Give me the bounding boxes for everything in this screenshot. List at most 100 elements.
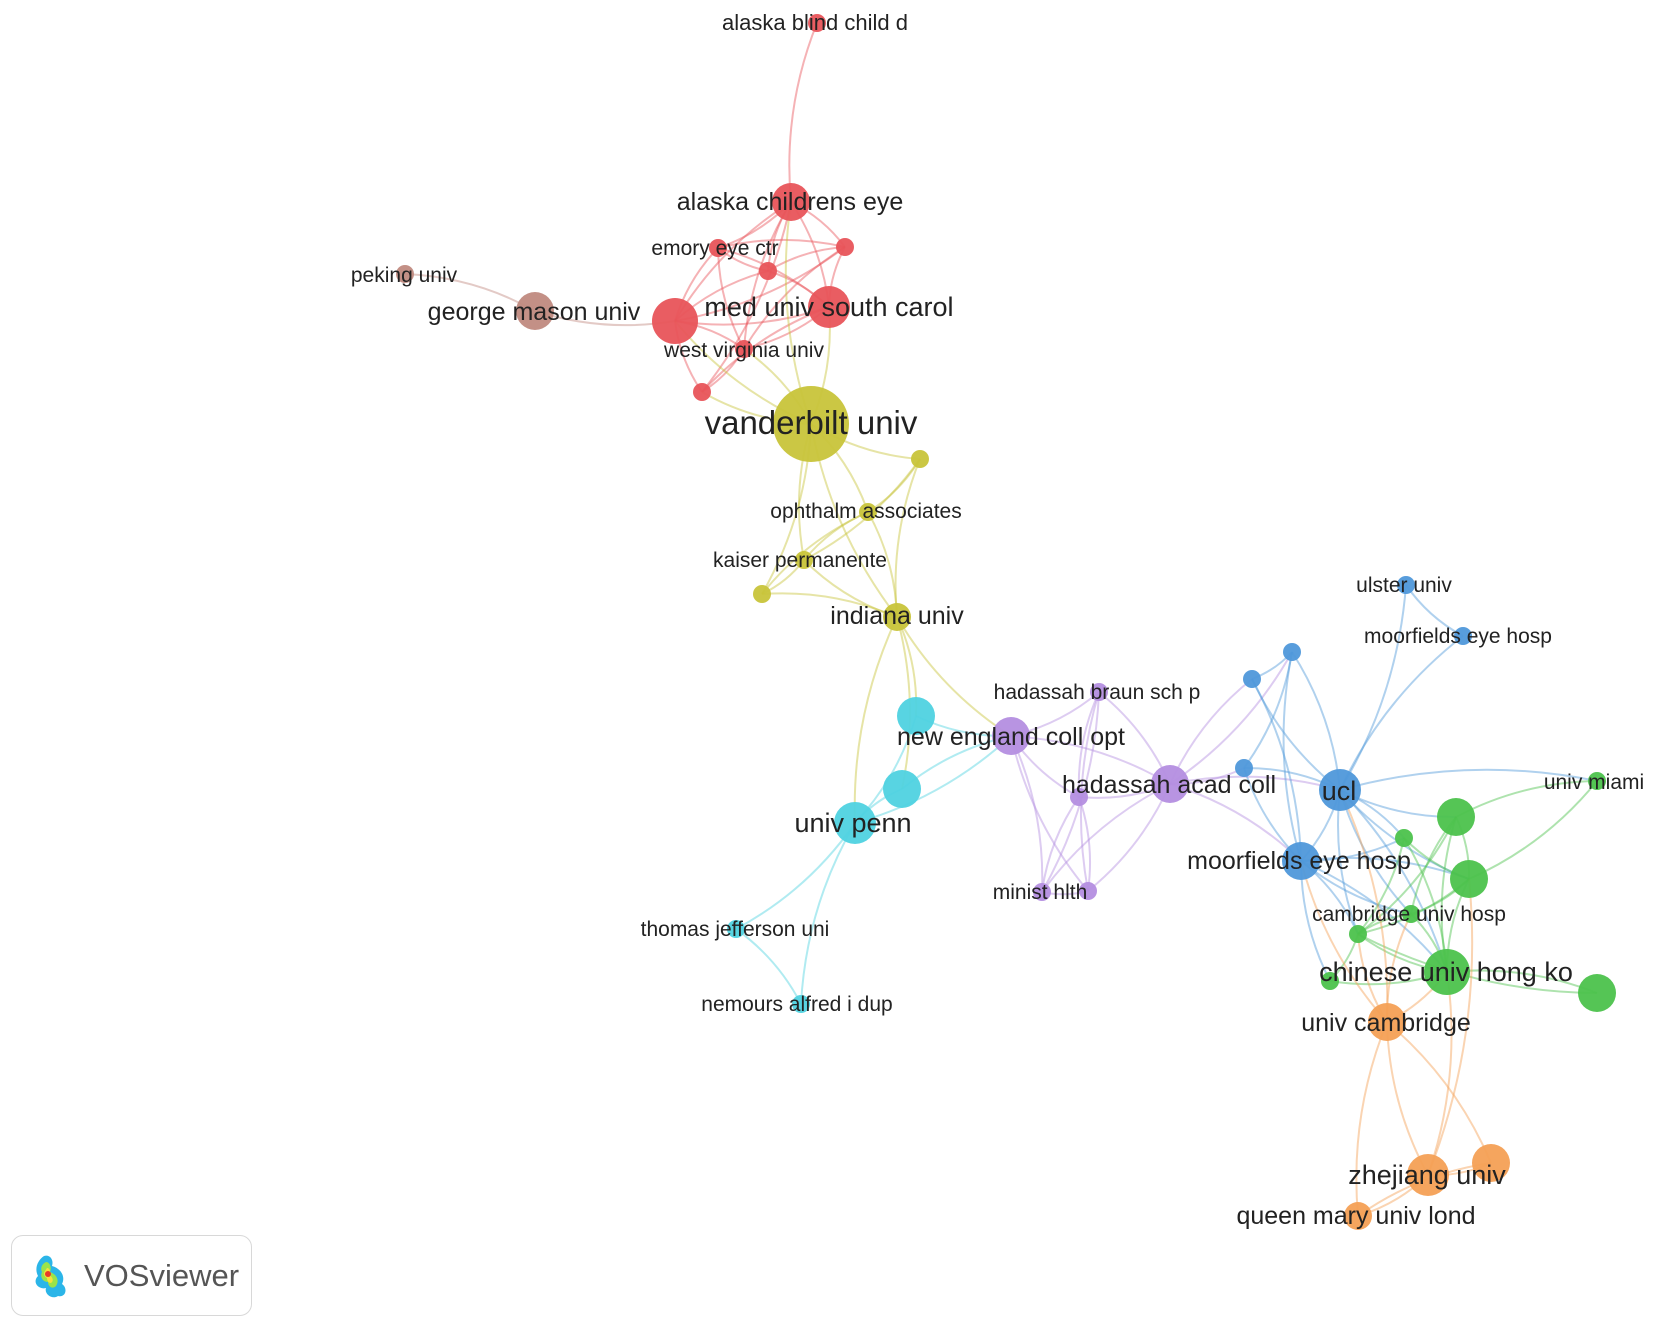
node-red_b[interactable]: [836, 238, 854, 256]
node-kaiser[interactable]: [795, 551, 813, 569]
link-yel_a-indiana: [894, 458, 921, 618]
node-zhejiang[interactable]: [1407, 1154, 1449, 1196]
node-blue_a[interactable]: [1283, 643, 1301, 661]
node-yel_a[interactable]: [911, 450, 929, 468]
node-new_england[interactable]: [992, 717, 1030, 755]
link-ucl-ulster: [1339, 584, 1407, 791]
node-hadassah_acad[interactable]: [1151, 765, 1189, 803]
label-alaska_childrens: alaska childrens eye: [677, 188, 904, 216]
label-peking: peking univ: [351, 264, 458, 287]
link-blue_a-blue_c: [1243, 651, 1293, 769]
link-hadassah_acad-pur_b: [1087, 783, 1171, 892]
link-yel_b-indiana: [761, 592, 898, 618]
node-blue_c[interactable]: [1235, 759, 1253, 777]
label-ophthalm: ophthalm associates: [770, 500, 961, 523]
link-univ_cambridge-orng_a: [1386, 1021, 1492, 1164]
node-vanderbilt[interactable]: [773, 386, 849, 462]
node-thomas_jefferson[interactable]: [727, 920, 745, 938]
node-moorfields_top[interactable]: [1454, 627, 1472, 645]
node-moorfields[interactable]: [1282, 842, 1320, 880]
label-cambridge_hosp: cambridge univ hosp: [1312, 903, 1506, 926]
node-grn_e[interactable]: [1321, 972, 1339, 990]
node-grn_d[interactable]: [1349, 925, 1367, 943]
node-chinese_hk[interactable]: [1424, 949, 1470, 995]
label-vanderbilt: vanderbilt univ: [705, 404, 918, 441]
link-indiana-univ_penn: [853, 616, 898, 824]
node-alaska_blind[interactable]: [808, 14, 826, 32]
node-grn_b[interactable]: [1395, 829, 1413, 847]
link-red_a-red_b: [767, 246, 846, 272]
vosviewer-logo-icon: [35, 1255, 66, 1297]
node-pur_a[interactable]: [1070, 788, 1088, 806]
link-ucl-moorfields_top: [1339, 635, 1464, 791]
label-thomas_jefferson: thomas jefferson uni: [641, 918, 830, 941]
node-pur_b[interactable]: [1079, 882, 1097, 900]
node-grn_c[interactable]: [1450, 860, 1488, 898]
link-emory-red_b: [717, 238, 846, 249]
node-ophthalm[interactable]: [859, 503, 877, 521]
node-cyan_b[interactable]: [883, 770, 921, 808]
node-grn_f[interactable]: [1578, 974, 1616, 1012]
link-grn_b-grn_d: [1357, 837, 1405, 935]
node-cyan_a[interactable]: [897, 697, 935, 735]
link-new_england-hadassah_acad: [1010, 735, 1171, 785]
label-new_england: new england coll opt: [897, 723, 1125, 751]
node-nemours[interactable]: [792, 995, 810, 1013]
link-univ_penn-new_england: [854, 735, 1012, 824]
node-ucl[interactable]: [1319, 769, 1361, 811]
label-moorfields_top: moorfields eye hosp: [1364, 625, 1552, 648]
label-univ_cambridge: univ cambridge: [1301, 1009, 1471, 1037]
links-layer: [404, 22, 1598, 1217]
label-chinese_hk: chinese univ hong ko: [1319, 957, 1573, 987]
link-hadassah_braun-pur_a: [1077, 691, 1100, 798]
link-ophthalm-yel_b: [761, 511, 869, 595]
label-indiana: indiana univ: [830, 602, 964, 630]
node-hadassah_braun[interactable]: [1090, 683, 1108, 701]
node-red_c[interactable]: [693, 383, 711, 401]
link-grn_c-univ_miami: [1468, 780, 1598, 880]
node-univ_penn[interactable]: [834, 802, 876, 844]
link-hadassah_acad-blue_a: [1169, 651, 1293, 785]
label-kaiser: kaiser permanente: [713, 549, 887, 572]
node-peking[interactable]: [396, 265, 414, 283]
node-george_mason[interactable]: [516, 292, 554, 330]
node-alaska_childrens[interactable]: [772, 183, 810, 221]
node-med_univ_sc[interactable]: [808, 286, 850, 328]
link-univ_cambridge-moorfields: [1300, 860, 1388, 1023]
node-indiana[interactable]: [883, 603, 911, 631]
node-emory[interactable]: [709, 239, 727, 257]
node-cambridge_hosp[interactable]: [1402, 905, 1420, 923]
node-univ_miami[interactable]: [1588, 772, 1606, 790]
node-grn_a[interactable]: [1437, 798, 1475, 836]
label-west_virginia: west virginia univ: [663, 339, 824, 362]
node-ulster[interactable]: [1397, 576, 1415, 594]
link-indiana-new_england: [896, 616, 1012, 737]
label-hadassah_braun: hadassah braun sch p: [994, 681, 1201, 704]
link-zhejiang-grn_c: [1427, 878, 1474, 1176]
node-univ_cambridge[interactable]: [1368, 1003, 1406, 1041]
link-ucl-chinese_hk: [1339, 789, 1448, 973]
link-blue_b-moorfields: [1251, 678, 1302, 862]
nodes-layer: [396, 14, 1616, 1230]
link-univ_cambridge-zhejiang: [1386, 1021, 1429, 1176]
node-orng_a[interactable]: [1472, 1144, 1510, 1182]
label-hadassah_acad: hadassah acad coll: [1062, 771, 1276, 799]
link-emory-west_virginia: [717, 247, 745, 350]
link-moorfields-grn_c: [1300, 856, 1470, 880]
label-emory: emory eye ctr: [651, 237, 778, 260]
node-queen_mary[interactable]: [1344, 1202, 1372, 1230]
node-minist_hlth[interactable]: [1033, 883, 1051, 901]
node-blue_b[interactable]: [1243, 670, 1261, 688]
label-nemours: nemours alfred i dup: [701, 993, 892, 1016]
node-west_virginia[interactable]: [735, 340, 753, 358]
link-hadassah_acad-minist_hlth: [1041, 783, 1171, 893]
link-univ_penn-nemours: [800, 822, 856, 1005]
link-red_b-west_virginia: [743, 246, 846, 350]
node-red_a[interactable]: [759, 262, 777, 280]
node-red_big[interactable]: [652, 298, 698, 344]
link-alaska_blind-alaska_childrens: [788, 22, 818, 203]
node-yel_b[interactable]: [753, 585, 771, 603]
link-univ_cambridge-queen_mary: [1355, 1021, 1388, 1217]
